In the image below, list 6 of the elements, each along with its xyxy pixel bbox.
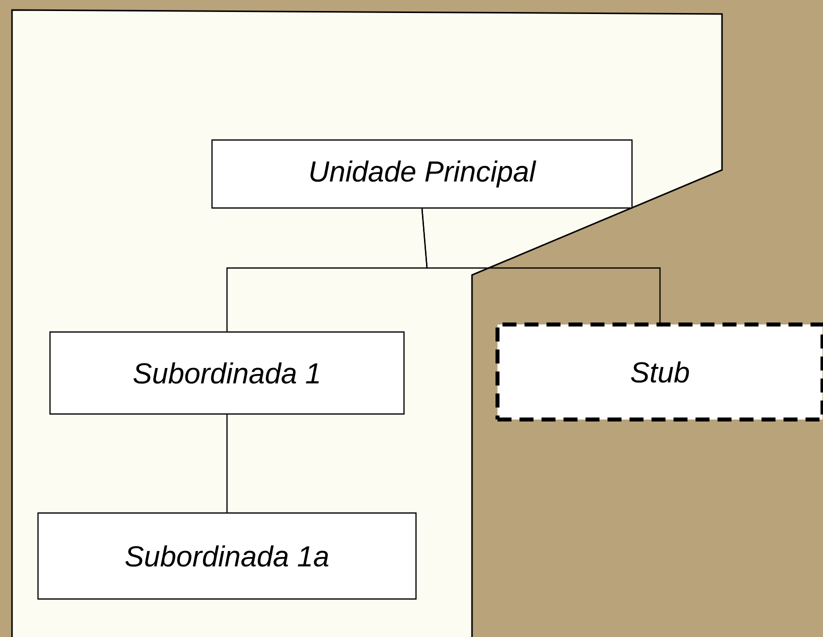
unit-box: Subordinada 1a [37,512,417,600]
unit-box: Subordinada 1 [49,331,405,415]
unit-box: Unidade Principal [211,139,633,209]
connector-line [421,208,661,322]
connector-line [226,414,228,512]
stub-box: Stub [496,322,823,422]
